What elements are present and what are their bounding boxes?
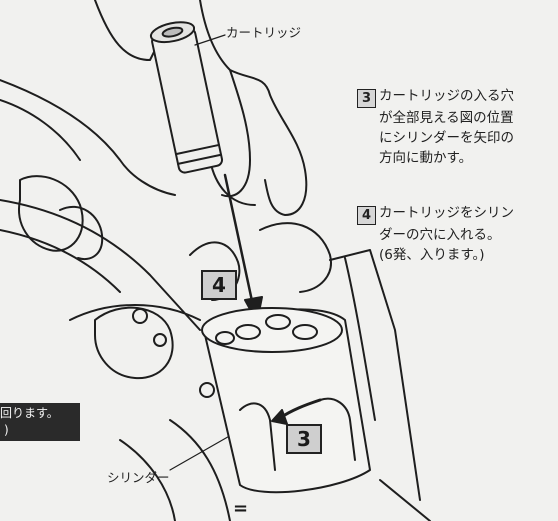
figure-marker-4: 4 (201, 270, 237, 300)
cut-off-note-line-1: 回ります。 (0, 406, 59, 420)
lower-frame (119, 419, 431, 521)
down-arrow (223, 173, 257, 317)
step-3-line-2: が全部見える図の位置 (379, 110, 514, 126)
cylinder-label: シリンダー (107, 470, 170, 485)
step-4-line-3: (6発、入ります。) (379, 247, 485, 263)
barrel-outline (329, 249, 421, 501)
cylinder-flute (239, 402, 276, 471)
hand-outline (94, 0, 308, 216)
frame-top (259, 222, 332, 293)
frame-lines (0, 199, 201, 331)
trigger-area (94, 306, 174, 380)
step-4-line-2: ダーの穴に入れる。 (379, 227, 501, 243)
screw-1 (132, 308, 148, 324)
bottom-mark: = (233, 498, 249, 519)
hand-lower-outline (0, 79, 176, 196)
step-3-line-3: にシリンダーを矢印の (379, 130, 514, 146)
step-3-line-4: 方向に動かす。 (379, 150, 473, 166)
figure-marker-3: 3 (286, 424, 322, 454)
cylinder-face (201, 307, 343, 353)
screw-2 (153, 333, 167, 347)
step-4-number-box: 4 (357, 206, 376, 225)
screw-3 (199, 382, 215, 398)
finger-outline-2 (59, 205, 104, 260)
cartridge-drawing (149, 21, 224, 174)
cut-off-note: 回ります。 ) (0, 403, 80, 441)
cartridge-label: カートリッジ (226, 25, 302, 40)
cartridge-leader (194, 34, 226, 46)
finger-outline (18, 175, 84, 252)
step-3-number-box: 3 (357, 89, 376, 108)
cut-off-note-line-2: ) (4, 423, 9, 437)
